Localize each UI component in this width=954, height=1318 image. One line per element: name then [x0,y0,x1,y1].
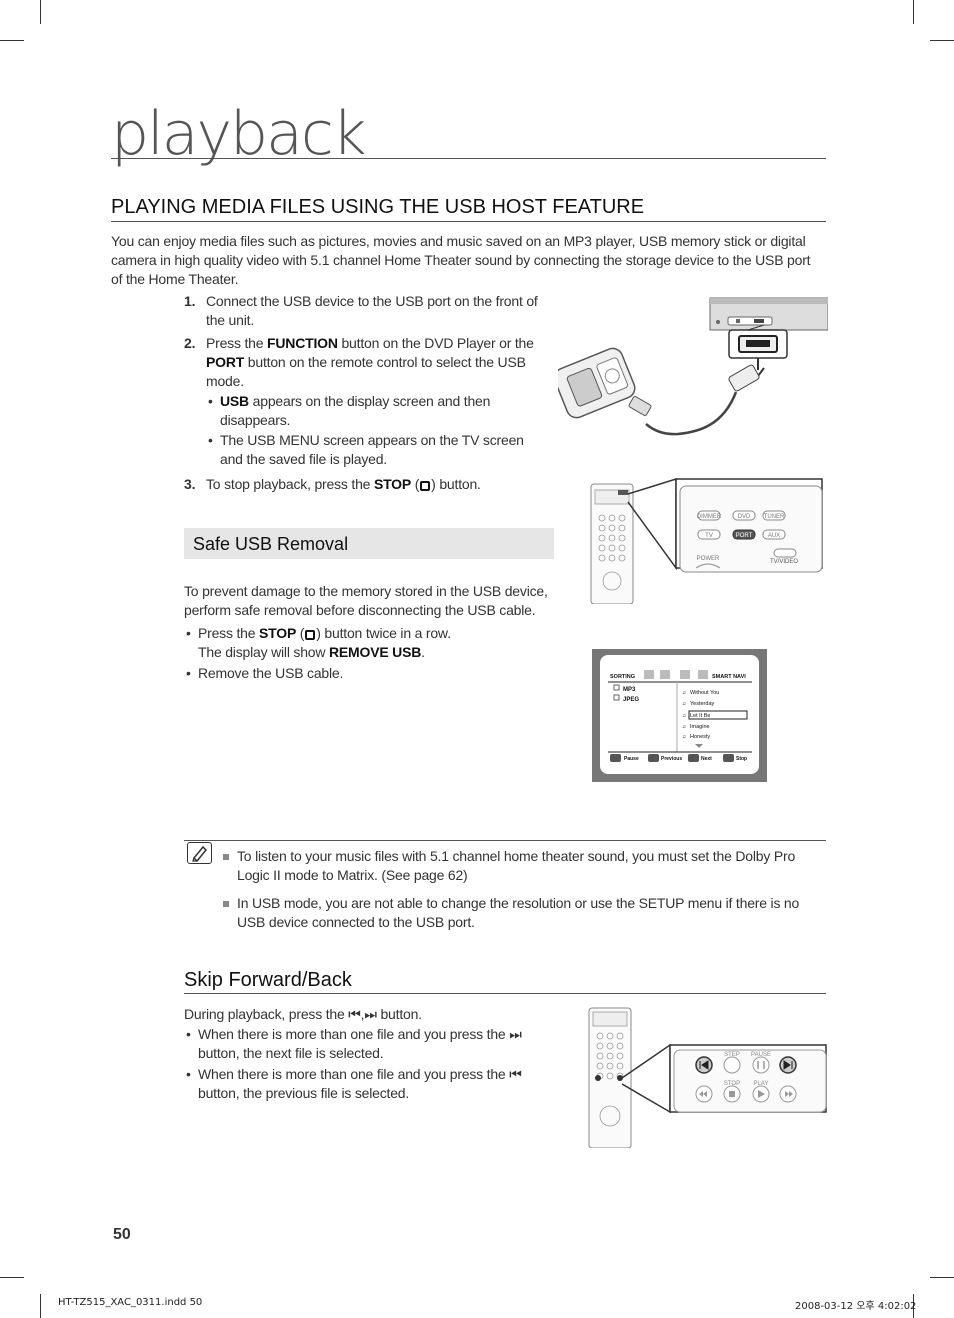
skip-intro: During playback, press the ⏮,⏭ button. [184,1006,422,1022]
skip-bullets: When there is more than one file and you… [184,1025,554,1103]
note-1: To listen to your music files with 5.1 c… [221,847,821,885]
footer-timestamp: 2008-03-12 오후 4:02:02 [795,1301,917,1312]
step-number: 3. [184,476,196,492]
remote-btn-tuner: TUNER [764,514,785,520]
stop-icon [305,630,316,640]
safe-bullets: Press the STOP () button twice in a row.… [184,624,564,683]
menu-track: Imagine [690,724,710,730]
subsection-header-bg [184,528,554,559]
remote-label-step: STEP [724,1052,740,1058]
svg-text:♫: ♫ [682,734,686,740]
subsection-divider [184,993,826,994]
remote-btn-dimmer: DIMMER [697,514,722,520]
menu-folder-mp3: MP3 [623,687,636,693]
remote-btn-aux: AUX [768,533,780,539]
remote-port-illustration: DIMMER DVD TUNER TV PORT AUX POWER TV/VI… [590,477,823,604]
menu-ctrl-next: Next [701,756,712,762]
svg-text:♫: ♫ [682,724,686,730]
step-text: Press the FUNCTION button on the DVD Pla… [206,335,534,389]
stop-icon [420,481,431,491]
step-2-bullet-1: USB appears on the display screen and th… [206,392,549,430]
previous-icon: ⏮ [509,1066,522,1082]
remote-label-stop: STOP [724,1081,740,1087]
remote-label-pause: PAUSE [751,1052,771,1058]
step-1: 1. Connect the USB device to the USB por… [184,292,549,330]
step-number: 2. [184,335,196,351]
menu-track: Yesterday [690,701,715,707]
subsection-title: Skip Forward/Back [184,969,352,991]
page-number: 50 [113,1226,131,1243]
step-2: 2. Press the FUNCTION button on the DVD … [184,334,549,469]
chapter-title: playback [111,99,367,169]
section-intro: You can enjoy media files such as pictur… [111,233,811,287]
menu-track: Without You [690,690,719,696]
step-2-bullet-2: The USB MENU screen appears on the TV sc… [206,431,549,469]
next-icon: ⏭ [364,1006,377,1022]
note-2: In USB mode, you are not able to change … [221,894,821,932]
subsection-title: Safe USB Removal [193,534,349,554]
menu-folder-jpeg: JPEG [623,697,639,703]
previous-icon: ⏮ [348,1006,361,1022]
note-divider [184,840,826,841]
menu-track-selected: Let It Be [690,713,711,719]
step-text: To stop playback, press the STOP () butt… [206,476,481,492]
remote-label-tvvideo: TV/VIDEO [770,559,798,565]
menu-ctrl-previous: Previous [661,756,682,762]
svg-text:♫: ♫ [682,701,686,707]
remote-label-play: PLAY [754,1081,769,1087]
footer-filename: HT-TZ515_XAC_0311.indd 50 [58,1297,203,1308]
usb-connection-illustration [558,297,828,436]
skip-bullet-2: When there is more than one file and you… [184,1065,554,1103]
safe-intro: To prevent damage to the memory stored i… [184,583,548,618]
menu-tab-smartnavi: SMART NAVI [712,674,746,680]
menu-ctrl-stop: Stop [736,756,747,762]
notes-list: To listen to your music files with 5.1 c… [221,847,821,932]
step-3: 3. To stop playback, press the STOP () b… [184,475,549,494]
menu-track: Honesty [690,734,710,740]
next-icon: ⏭ [509,1026,522,1042]
svg-text:♫: ♫ [682,713,686,719]
chapter-divider [111,158,826,159]
section-title: PLAYING MEDIA FILES USING THE USB HOST F… [111,196,645,218]
svg-text:♫: ♫ [682,690,686,696]
usb-menu-screen: SORTING SMART NAVI MP3 JPEG ♫ Without You… [592,649,767,782]
remote-label-power: POWER [697,556,720,562]
remote-btn-tv: TV [705,533,713,539]
note-pencil-icon [187,842,212,864]
step-number: 1. [184,293,196,309]
section-divider [111,221,826,222]
safe-bullet-1: Press the STOP () button twice in a row.… [184,624,564,662]
remote-btn-port: PORT [736,533,753,539]
remote-skip-illustration: STEP PAUSE STOP PLAY [588,1007,827,1148]
step-text: Connect the USB device to the USB port o… [206,293,538,328]
remote-btn-dvd: DVD [738,514,751,520]
menu-ctrl-pause: Pause [624,756,639,762]
safe-bullet-2: Remove the USB cable. [184,664,564,683]
menu-tab-sorting: SORTING [610,674,635,680]
skip-bullet-1: When there is more than one file and you… [184,1025,554,1063]
